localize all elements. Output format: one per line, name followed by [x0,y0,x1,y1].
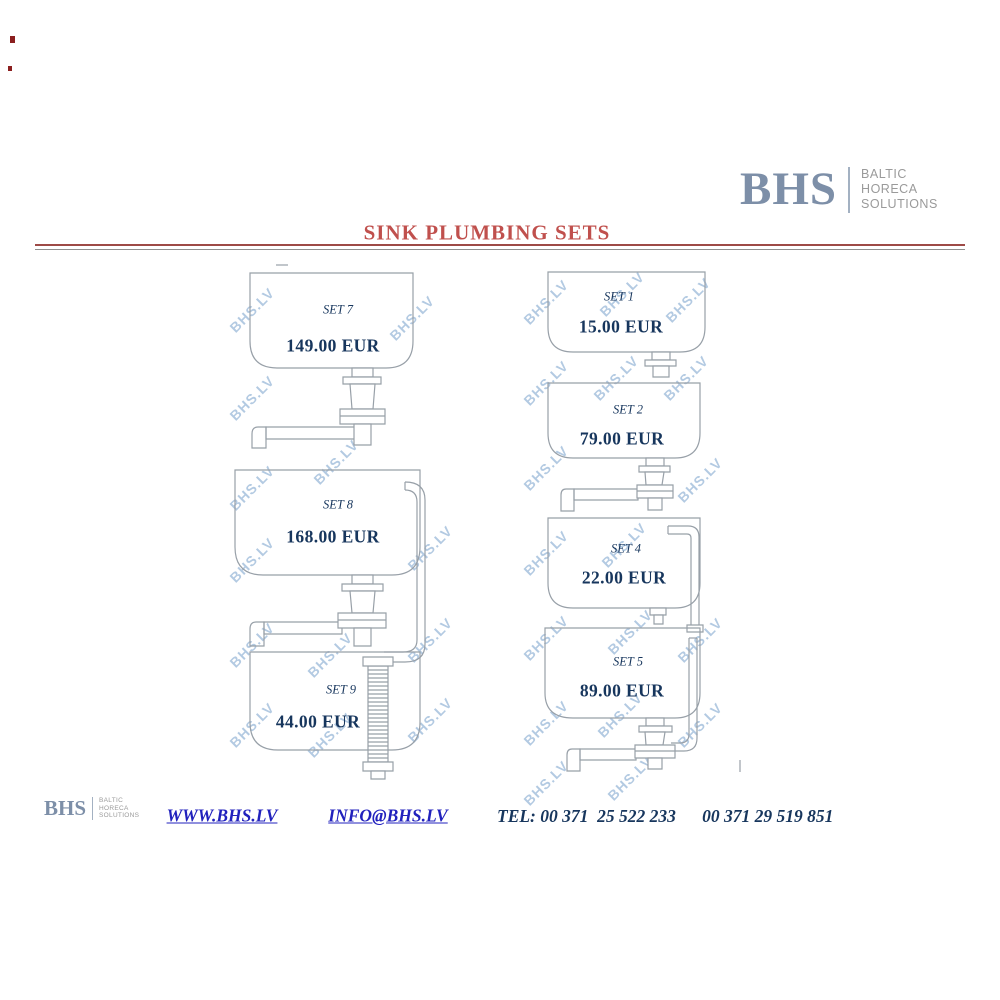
set-label: SET 1 [604,289,634,304]
email-link[interactable]: INFO@BHS.LV [328,805,448,826]
set2-sink-drawing [548,383,700,511]
set-price: 44.00 EUR [275,711,361,732]
set8-sink-drawing [235,470,425,662]
logo-divider [92,797,94,820]
set1-sink-drawing [548,272,705,377]
set-label: SET 4 [611,541,641,556]
bhs-logo-text: BHS [44,796,87,820]
set-price: 89.00 EUR [579,680,665,701]
set-price: 15.00 EUR [578,316,664,337]
set-label: SET 9 [326,682,356,697]
logo-tagline-line: HORECA [861,182,918,196]
logo-tagline: BALTIC HORECA SOLUTIONS [861,167,938,212]
website-link[interactable]: WWW.BHS.LV [166,805,278,826]
set-price: 168.00 EUR [286,526,380,547]
bhs-logo: BHS BALTIC HORECA SOLUTIONS [740,166,938,213]
logo-tagline-line: SOLUTIONS [861,197,938,211]
logo-tagline-line: BALTIC [99,797,124,805]
set5-sink-drawing [545,628,700,771]
bhs-logo-text: BHS [740,163,838,215]
page-title: SINK PLUMBING SETS [363,220,611,245]
set-price: 22.00 EUR [581,567,667,588]
logo-tagline: BALTIC HORECA SOLUTIONS [99,797,139,820]
scan-artifact [10,36,15,43]
set-label: SET 7 [323,302,353,317]
set-label: SET 8 [323,497,353,512]
logo-divider [848,166,851,213]
set-price: 149.00 EUR [286,335,380,356]
set-label: SET 5 [613,654,643,669]
title-rule [35,244,965,250]
phone-numbers: TEL: 00 371 25 522 233 00 371 29 519 851 [497,806,834,826]
scan-artifact [8,66,12,71]
logo-tagline-line: HORECA [99,804,129,812]
set7-sink-drawing [250,273,413,448]
logo-tagline-line: SOLUTIONS [99,812,140,820]
set-label: SET 2 [613,402,643,417]
bhs-logo-footer: BHS BALTIC HORECA SOLUTIONS [44,797,139,820]
set-price: 79.00 EUR [579,428,665,449]
logo-tagline-line: BALTIC [861,167,907,181]
set9-sink-drawing [250,652,420,779]
